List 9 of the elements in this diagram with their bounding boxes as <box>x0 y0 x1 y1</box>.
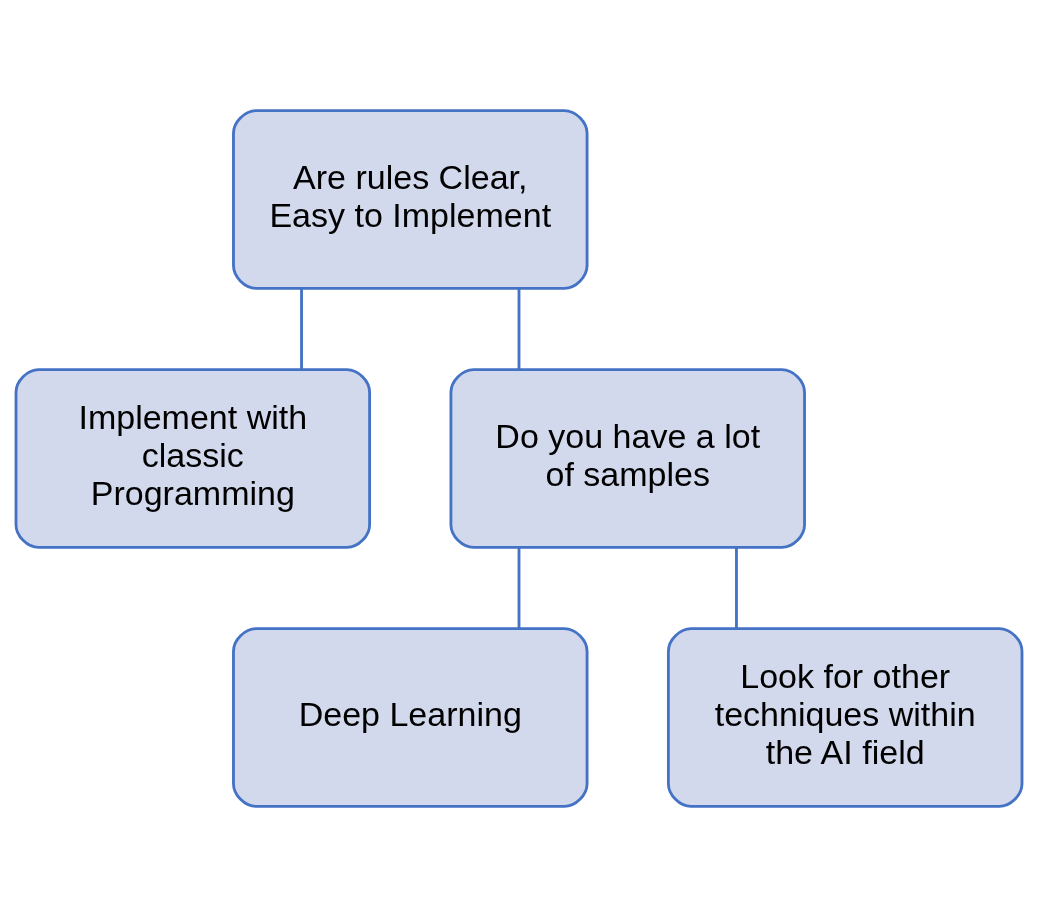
node-box: Implement with classic Programming <box>14 367 372 549</box>
node-box: Deep Learning <box>232 626 589 808</box>
connector <box>517 547 521 628</box>
node-box: Are rules Clear, Easy to Implement <box>232 108 589 290</box>
connector <box>300 288 303 369</box>
connector <box>735 547 738 628</box>
connector <box>517 288 521 369</box>
node-box: Look for other techniques within the AI field <box>666 626 1024 808</box>
node-box: Do you have a lot of samples <box>449 367 806 549</box>
